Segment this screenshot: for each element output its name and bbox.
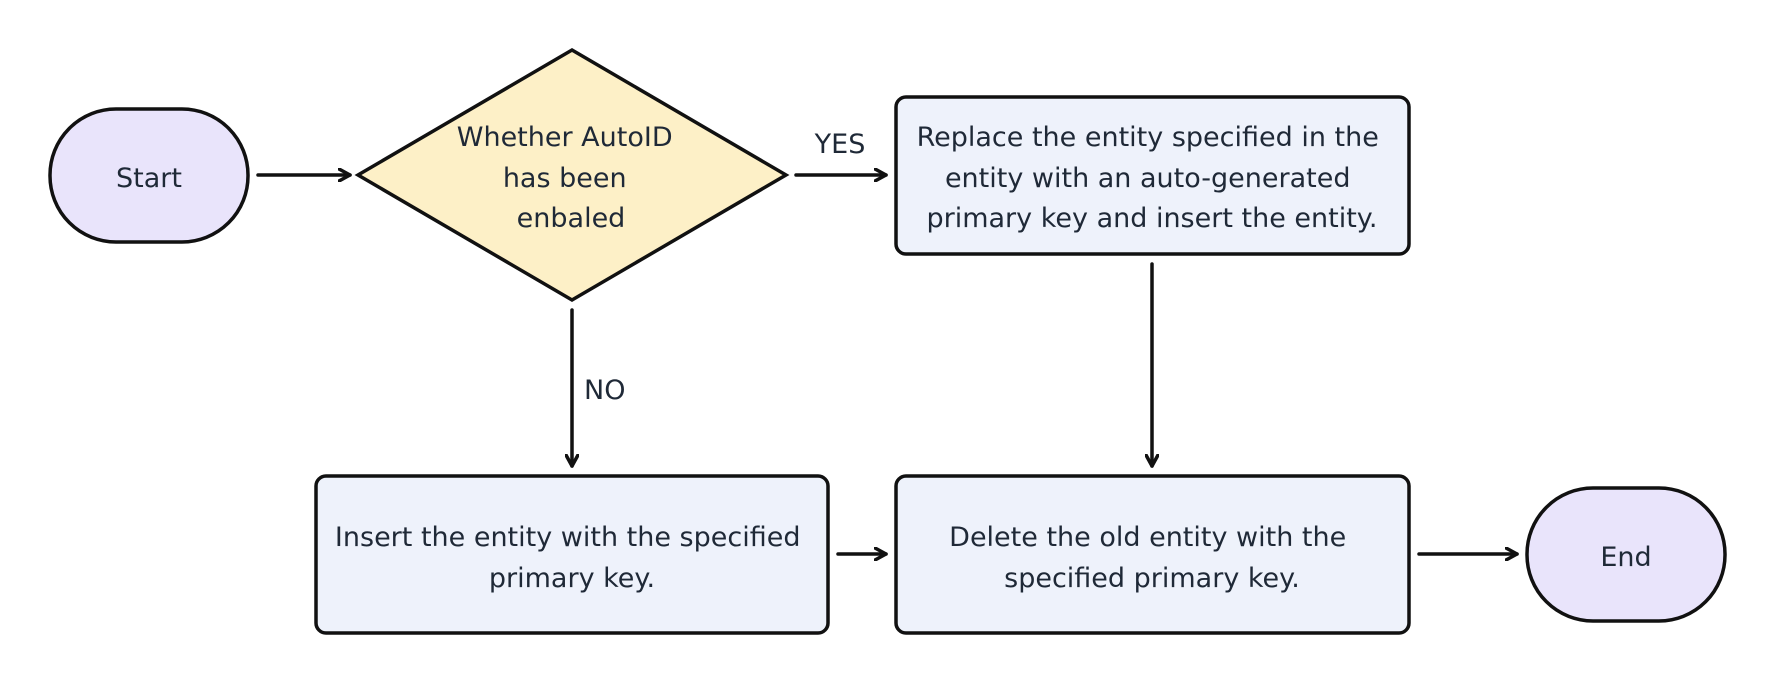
decision-label: Whether AutoID has been enbaled	[457, 122, 681, 234]
decision-diamond-shape	[354, 47, 790, 303]
yes-edge-label: YES	[814, 129, 866, 160]
replace-entity-label: Replace the entity specified in the enti…	[917, 122, 1388, 234]
end-label: End	[1600, 542, 1651, 573]
insert-entity-label: Insert the entity with the specified pri…	[335, 522, 809, 594]
end-node: End	[1525, 486, 1727, 623]
insert-entity-node: Insert the entity with the specified pri…	[314, 474, 830, 635]
start-node: Start	[48, 107, 250, 244]
replace-entity-node: Replace the entity specified in the enti…	[894, 95, 1411, 256]
start-terminal-shape	[48, 107, 250, 244]
replace-entity-box	[894, 95, 1411, 256]
decision-node: Whether AutoID has been enbaled	[354, 47, 790, 303]
no-edge-label: NO	[584, 375, 625, 406]
delete-entity-label: Delete the old entity with the specified…	[949, 522, 1355, 594]
delete-entity-box	[894, 474, 1411, 635]
start-label: Start	[116, 163, 182, 194]
insert-entity-box	[314, 474, 830, 635]
end-terminal-shape	[1525, 486, 1727, 623]
delete-entity-node: Delete the old entity with the specified…	[894, 474, 1411, 635]
